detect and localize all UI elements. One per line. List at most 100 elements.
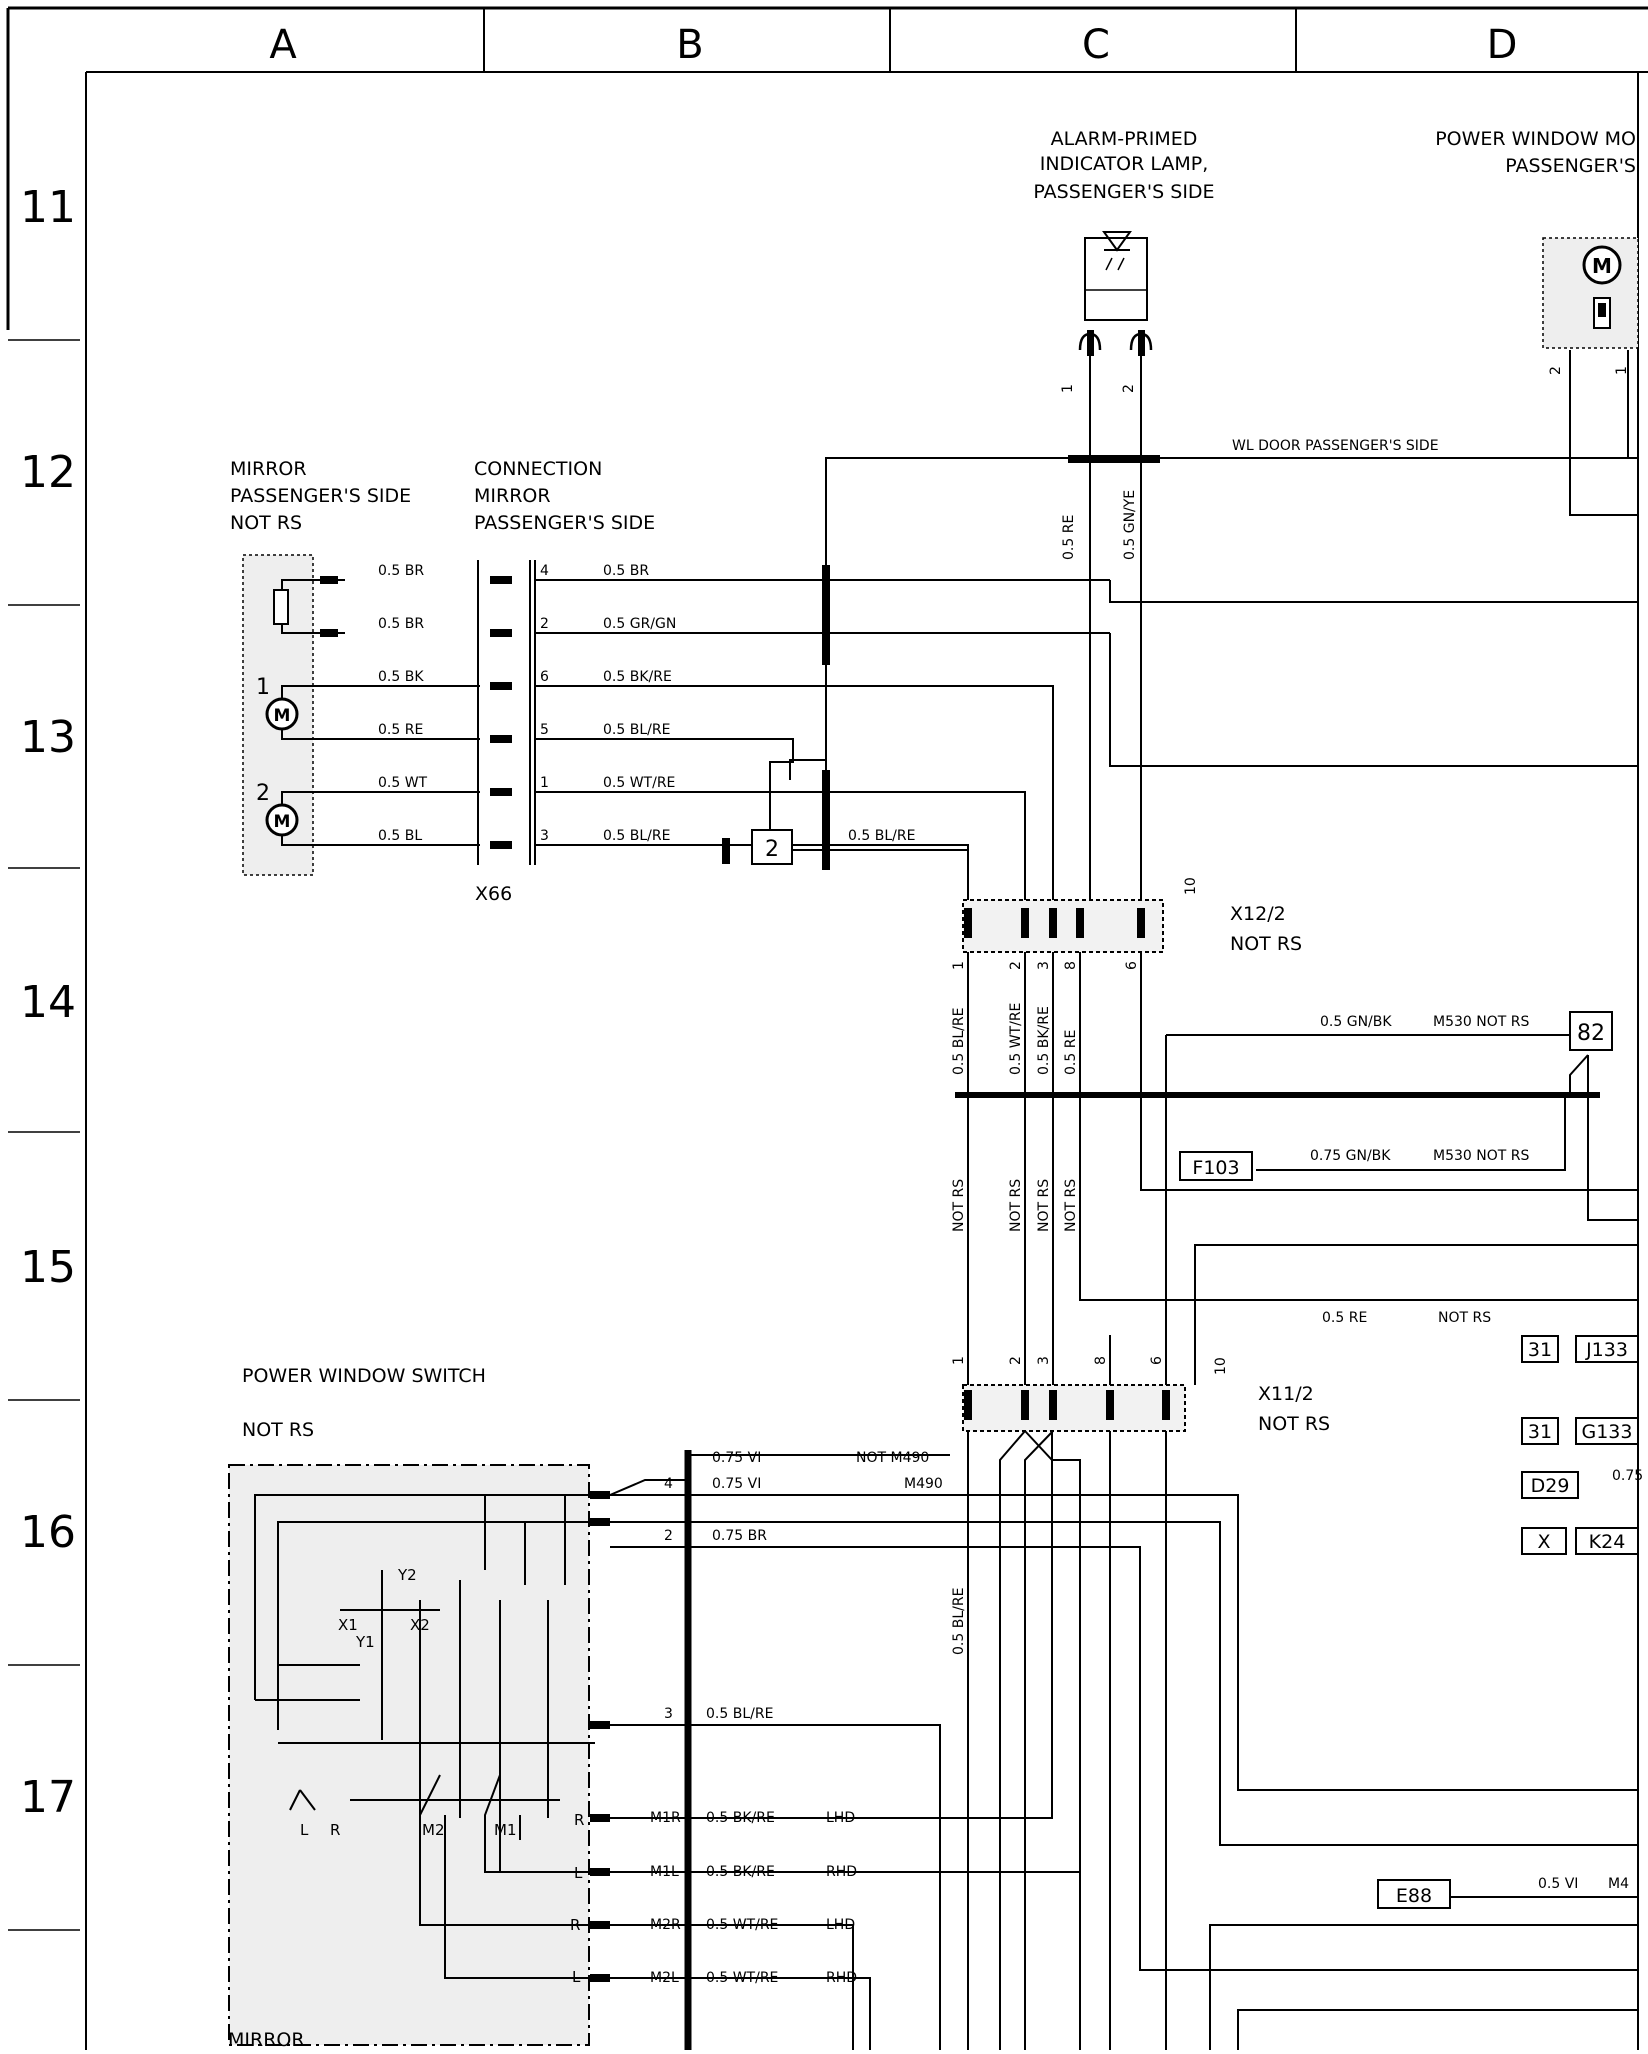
connection-label-1: CONNECTION bbox=[474, 458, 602, 480]
mirror-label-2: PASSENGER'S SIDE bbox=[230, 485, 411, 507]
pw-motor-pin-1: 1 bbox=[1614, 366, 1630, 375]
lhd-1: LHD bbox=[826, 1810, 855, 1826]
row-11: 11 bbox=[20, 182, 76, 233]
x12-label-1: X12/2 bbox=[1230, 903, 1286, 925]
motor-icon bbox=[1582, 245, 1622, 285]
x12-label-2: NOT RS bbox=[1230, 933, 1302, 955]
not-rs-4: NOT RS bbox=[1063, 1179, 1079, 1232]
lamp-wire-gnye: 0.5 GN/YE bbox=[1122, 490, 1138, 560]
pw-switch-label-1: POWER WINDOW SWITCH bbox=[242, 1365, 486, 1387]
x12-pin-8: 8 bbox=[1063, 961, 1079, 970]
mirror-label-3: NOT RS bbox=[230, 512, 302, 534]
mirror-out-wire-1: 0.5 BK/RE bbox=[706, 1810, 775, 1826]
row-16: 16 bbox=[20, 1507, 76, 1558]
right-references: 31 J133 31 G133 D29 0.75 X K24 bbox=[1521, 1335, 1643, 1555]
mirror-wire-3: 0.5 BK bbox=[378, 669, 424, 685]
column-a: A bbox=[269, 22, 297, 68]
conn-wire-3: 0.5 BK/RE bbox=[603, 669, 672, 685]
row-17: 17 bbox=[20, 1772, 76, 1823]
wl-door-label: WL DOOR PASSENGER'S SIDE bbox=[1232, 438, 1439, 454]
lamp-pin-2: 2 bbox=[1121, 384, 1137, 393]
switch-x2: X2 bbox=[410, 1616, 430, 1634]
switch-y2: Y2 bbox=[397, 1566, 417, 1584]
x11-label-2: NOT RS bbox=[1258, 1413, 1330, 1435]
led-icon bbox=[1102, 231, 1132, 252]
row-14: 14 bbox=[20, 977, 76, 1028]
conn-wire-1: 0.5 BR bbox=[603, 563, 649, 579]
re-line-wire: 0.5 RE bbox=[1322, 1310, 1367, 1326]
switch-m2: M2 bbox=[422, 1821, 445, 1839]
conn-pin-2: 2 bbox=[540, 616, 549, 632]
alarm-lamp: ALARM-PRIMED INDICATOR LAMP, PASSENGER'S… bbox=[1033, 128, 1214, 560]
splice-box-2: 2 0.5 BL/RE bbox=[751, 828, 969, 900]
switch-pin-4: 4 bbox=[664, 1476, 673, 1492]
x12-wire-wtre: 0.5 WT/RE bbox=[1008, 1003, 1024, 1075]
pw-motor-label-2: PASSENGER'S bbox=[1505, 155, 1636, 177]
svg-text:2: 2 bbox=[256, 781, 270, 806]
lhd-2: LHD bbox=[826, 1917, 855, 1933]
connection-mirror: CONNECTION MIRROR PASSENGER'S SIDE X66 4… bbox=[474, 458, 676, 905]
pw-motor-label-1: POWER WINDOW MO bbox=[1435, 128, 1636, 150]
power-window-motor: POWER WINDOW MO PASSENGER'S M 2 1 bbox=[1435, 128, 1639, 375]
mirror-pin-m1r: M1R bbox=[650, 1810, 681, 1826]
svg-text:M: M bbox=[274, 706, 291, 726]
re-line-not-rs: NOT RS bbox=[1438, 1310, 1491, 1326]
x12-wire-bkre: 0.5 BK/RE bbox=[1036, 1006, 1052, 1075]
row-15: 15 bbox=[20, 1242, 76, 1293]
box-2-label: 2 bbox=[765, 837, 779, 862]
switch-y1: Y1 bbox=[355, 1633, 375, 1651]
mirror-wire-1: 0.5 BR bbox=[378, 563, 424, 579]
e88-wire-tail: M4 bbox=[1608, 1876, 1629, 1892]
x11-pin-3: 3 bbox=[1036, 1356, 1052, 1365]
column-b: B bbox=[676, 22, 703, 68]
mirror: MIRROR PASSENGER'S SIDE NOT RS M M 1 2 0… bbox=[230, 458, 512, 876]
x12-2-connector: X12/2 NOT RS 1 2 3 8 6 10 0.5 BL/RE 0.5 … bbox=[951, 877, 1302, 1232]
switch-l2: L bbox=[572, 1968, 581, 1986]
f103-label: F103 bbox=[1192, 1157, 1239, 1179]
mirror-pin-m2l: M2L bbox=[650, 1970, 679, 1986]
alarm-lamp-label-3: PASSENGER'S SIDE bbox=[1033, 181, 1214, 203]
gnbk-top-wire: 0.5 GN/BK bbox=[1320, 1014, 1392, 1030]
switch-wire-vi-2: 0.75 VI bbox=[712, 1476, 761, 1492]
conn-pin-6: 6 bbox=[540, 669, 549, 685]
column-c: C bbox=[1082, 22, 1110, 68]
conn-pin-3: 3 bbox=[540, 828, 549, 844]
e88-label: E88 bbox=[1396, 1885, 1432, 1907]
x11-pin-6: 6 bbox=[1149, 1356, 1165, 1365]
x11-pin-2: 2 bbox=[1008, 1356, 1024, 1365]
after-box2-wire: 0.5 BL/RE bbox=[848, 828, 915, 844]
x12-pin-3: 3 bbox=[1036, 961, 1052, 970]
mirror-wire-4: 0.5 RE bbox=[378, 722, 423, 738]
mirror-wire-6: 0.5 BL bbox=[378, 828, 422, 844]
d29-wire: 0.75 bbox=[1612, 1468, 1643, 1484]
switch-pin-2: 2 bbox=[664, 1528, 673, 1544]
ref-g133: G133 bbox=[1582, 1421, 1633, 1443]
svg-text:M: M bbox=[1592, 254, 1612, 278]
svg-text:1: 1 bbox=[256, 675, 270, 700]
vert-blre-wire: 0.5 BL/RE bbox=[951, 1588, 967, 1655]
switch-wire-br: 0.75 BR bbox=[712, 1528, 767, 1544]
ref-j133: J133 bbox=[1585, 1339, 1628, 1361]
heater-icon bbox=[273, 589, 289, 625]
alarm-lamp-label-1: ALARM-PRIMED bbox=[1051, 128, 1198, 150]
connection-label-2: MIRROR bbox=[474, 485, 551, 507]
conn-wire-4: 0.5 BL/RE bbox=[603, 722, 670, 738]
switch-r1: R bbox=[574, 1811, 584, 1829]
not-rs-1: NOT RS bbox=[951, 1179, 967, 1232]
grid-frame bbox=[6, 6, 1648, 2050]
x12-pin-1: 1 bbox=[951, 961, 967, 970]
switch-l: L bbox=[300, 1821, 309, 1839]
m530-top: M530 NOT RS bbox=[1433, 1014, 1529, 1030]
conn-pin-4: 4 bbox=[540, 563, 549, 579]
ref-31-b: 31 bbox=[1528, 1421, 1552, 1443]
switch-l1: L bbox=[574, 1864, 583, 1882]
row-numbers: 11 12 13 14 15 16 17 bbox=[20, 182, 76, 1823]
conn-pin-1: 1 bbox=[540, 775, 549, 791]
column-letters: A B C D bbox=[269, 22, 1517, 68]
switch-wire-vi-1: 0.75 VI bbox=[712, 1450, 761, 1466]
switch-x1: X1 bbox=[338, 1616, 358, 1634]
alarm-lamp-label-2: INDICATOR LAMP, bbox=[1040, 153, 1209, 175]
mirror-out-wire-3: 0.5 WT/RE bbox=[706, 1917, 778, 1933]
ref-x: X bbox=[1537, 1531, 1550, 1553]
rhd-2: RHD bbox=[826, 1970, 857, 1986]
